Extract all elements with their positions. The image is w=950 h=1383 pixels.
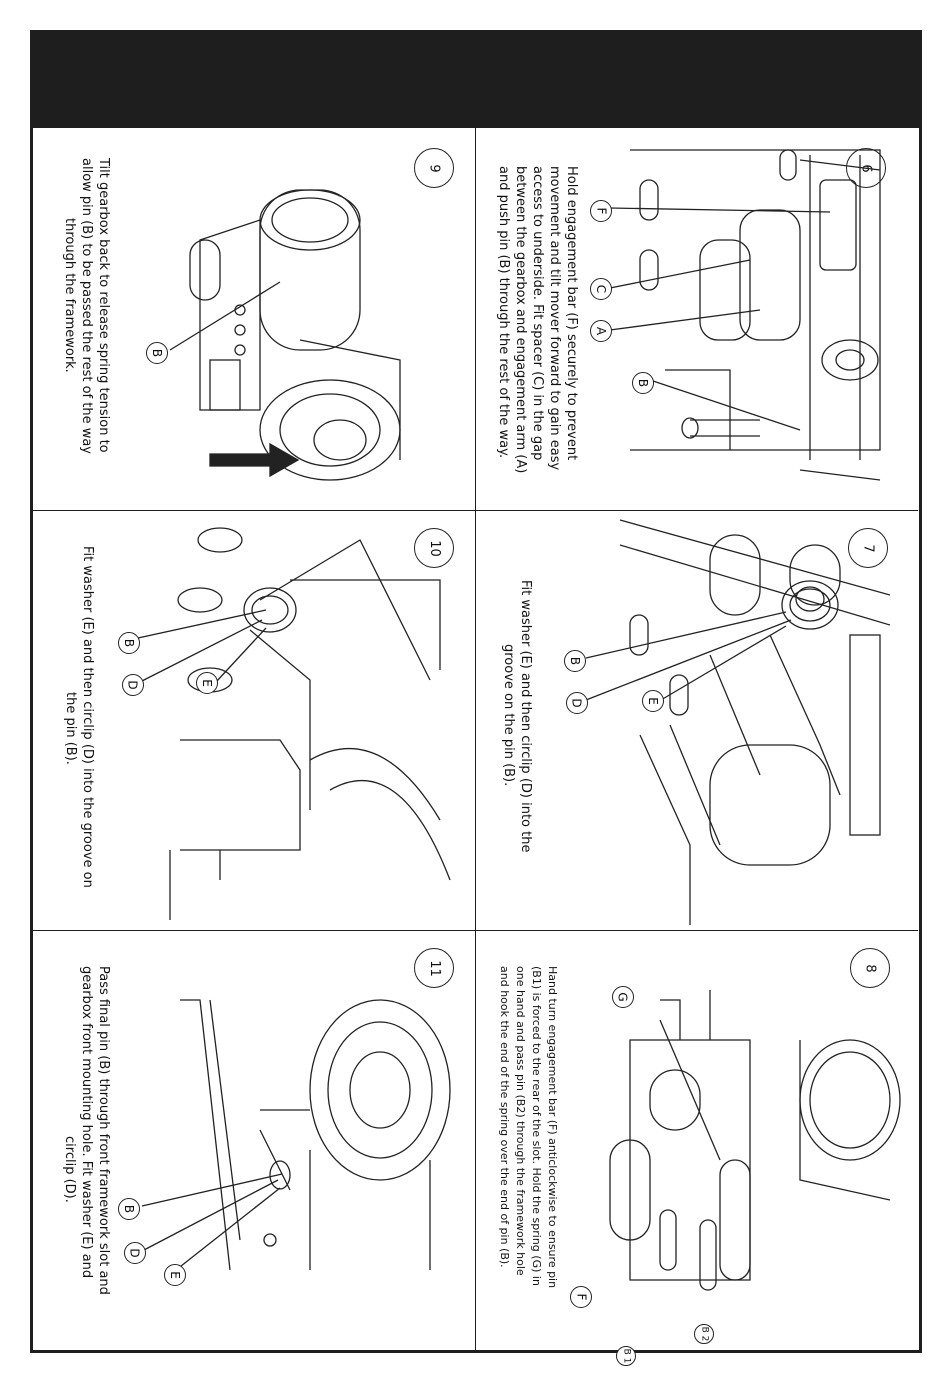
arrow-icon — [209, 442, 300, 478]
header-bar — [30, 30, 922, 128]
step-11-illustration — [180, 999, 451, 1271]
step-10-illustration — [169, 527, 451, 920]
divider-right-1 — [476, 510, 918, 511]
step-10-caption: Fit washer (E) and then circlip (D) into… — [63, 546, 95, 888]
callout-G: G — [612, 986, 634, 1008]
callout-B1: B 1 — [616, 1346, 636, 1366]
step-10-leaders — [137, 609, 267, 683]
step-7-caption: Fit washer (E) and then circlip (D) into… — [501, 580, 533, 853]
step-6-caption: Hold engagement bar (F) securely to prev… — [496, 166, 579, 474]
step-number-badge: 10 — [414, 528, 454, 568]
divider-left-2 — [32, 930, 475, 931]
step-8-illustration — [609, 990, 901, 1291]
callout-C: C — [590, 278, 612, 300]
page-frame — [30, 128, 922, 1353]
callout-B: B — [118, 1198, 140, 1220]
callout-B: B — [564, 650, 586, 672]
step-7-illustration — [619, 519, 891, 925]
callout-B2: B 2 — [694, 1324, 714, 1344]
step-6-leaders — [609, 207, 831, 431]
center-divider — [475, 128, 476, 1353]
step-9-illustration — [189, 189, 401, 481]
callout-F: F — [590, 200, 612, 222]
step-6-illustration — [630, 149, 881, 481]
callout-B: B — [118, 632, 140, 654]
callout-B: B — [146, 342, 168, 364]
step-9-caption: Tilt gearbox back to release spring tens… — [62, 158, 111, 454]
step-number-badge: 11 — [414, 948, 454, 988]
step-7-leaders — [585, 611, 792, 701]
step-9-leader — [169, 281, 281, 351]
step-number-badge: 9 — [414, 148, 454, 188]
callout-D: D — [122, 674, 144, 696]
callout-F: F — [570, 1286, 592, 1308]
callout-A: A — [590, 320, 612, 342]
step-11-caption: Pass final pin (B) through front framewo… — [62, 966, 111, 1295]
callout-E: E — [196, 672, 218, 694]
step-8-caption: Hand turn engagement bar (F) anticlockwi… — [498, 966, 559, 1289]
callout-B: B — [632, 372, 654, 394]
callout-D: D — [566, 692, 588, 714]
callout-E: E — [164, 1264, 186, 1286]
step-number-badge: 7 — [848, 528, 888, 568]
step-number-badge: 8 — [850, 948, 890, 988]
callout-D: D — [124, 1242, 146, 1264]
step-11-leaders — [141, 1173, 283, 1271]
callout-E: E — [642, 690, 664, 712]
divider-left-1 — [32, 510, 475, 511]
divider-right-2 — [476, 930, 918, 931]
